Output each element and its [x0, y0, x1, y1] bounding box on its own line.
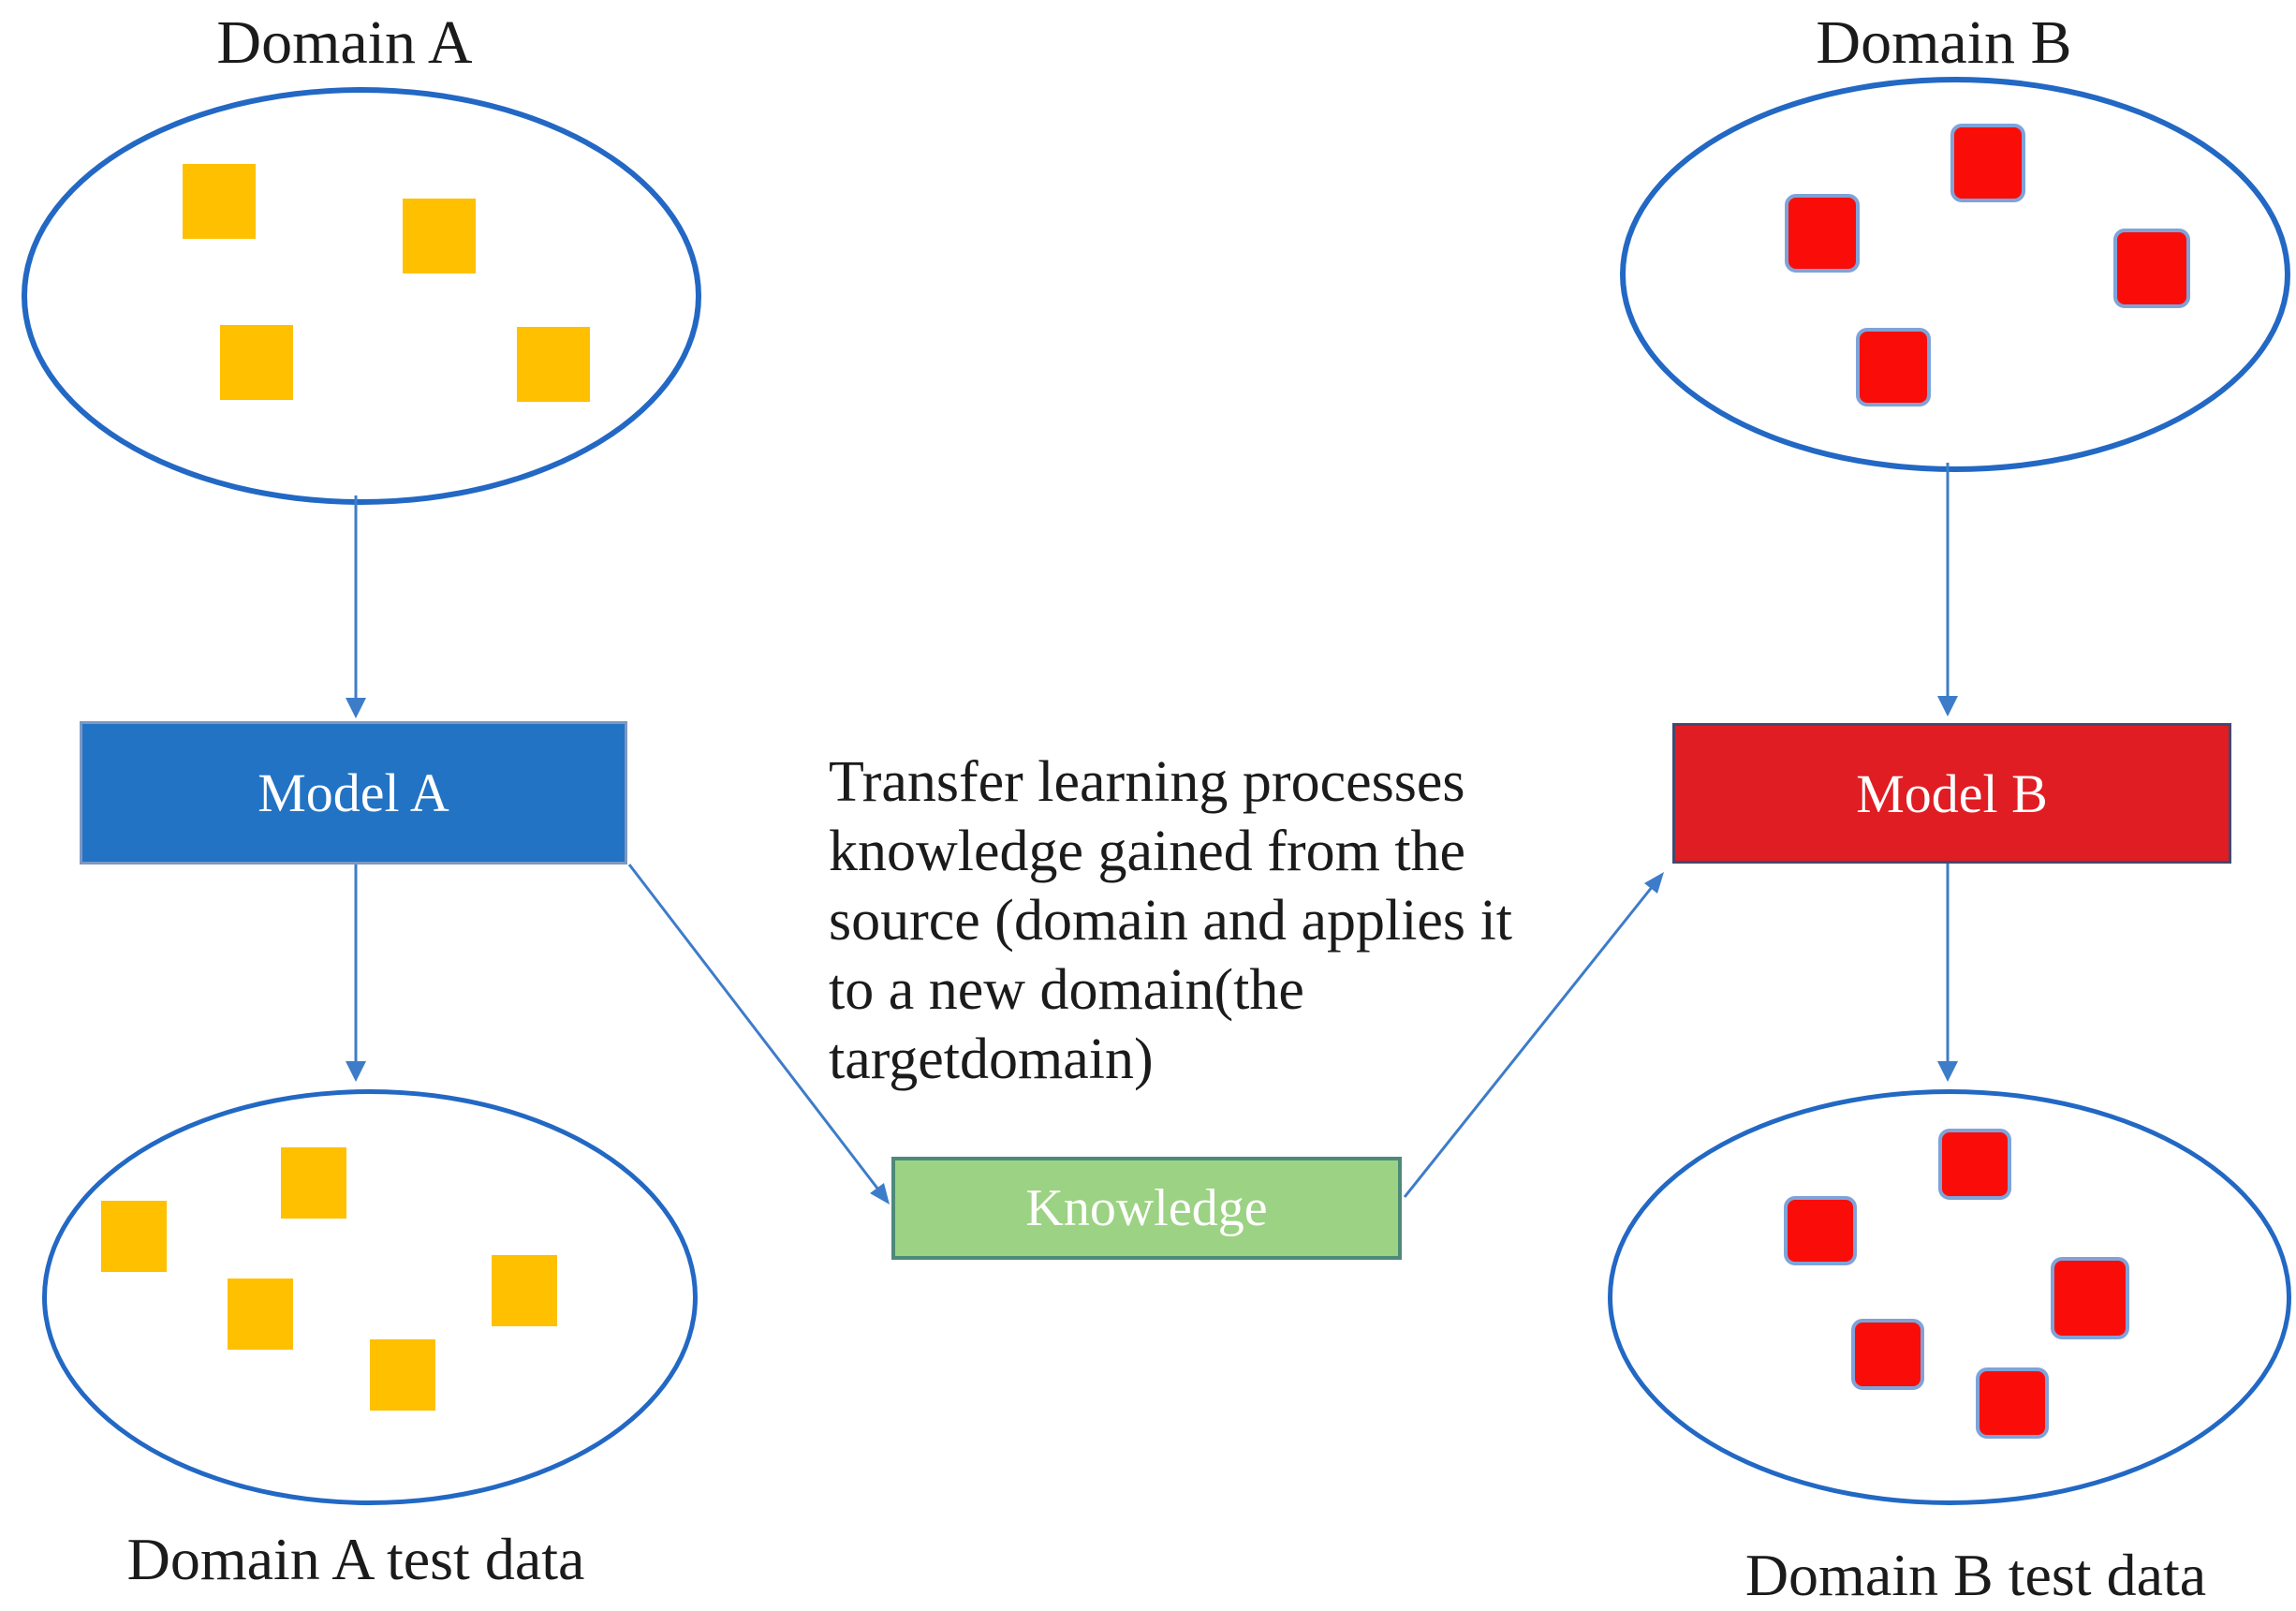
domain-a-test-sample-square	[281, 1147, 346, 1219]
domain-a-test-sample-square	[370, 1339, 435, 1411]
annotation-line: targetdomain)	[829, 1027, 1154, 1091]
arrow-domain-a-to-model-a	[346, 495, 366, 718]
model-a-label: Model A	[258, 762, 449, 823]
domain-a-test-sample-square	[492, 1255, 557, 1326]
model-b-label: Model B	[1856, 762, 2048, 824]
domain-a-test-sample-square	[228, 1278, 293, 1350]
arrow-model-a-to-test-a	[346, 865, 366, 1082]
domain-b-test-sample-square	[1851, 1319, 1924, 1390]
domain-b-sample-square	[1785, 194, 1860, 273]
domain-b-test-sample-square	[1938, 1129, 2011, 1200]
domain-b-test-sample-square	[1976, 1367, 2049, 1439]
domain-a-test-label: Domain A test data	[126, 1526, 585, 1592]
domain-a-title: Domain A	[216, 8, 473, 77]
domain-a-sample-square	[183, 164, 256, 239]
domain-a-sample-square	[220, 325, 293, 400]
domain-b-test-sample-square	[2051, 1257, 2129, 1339]
transfer-learning-annotation: Transfer learning processes knowledge ga…	[829, 747, 1634, 1094]
domain-a-test-sample-square	[101, 1201, 167, 1272]
domain-a-test-ellipse	[42, 1089, 698, 1505]
domain-b-title: Domain B	[1816, 8, 2072, 77]
annotation-line: Transfer learning processes	[829, 750, 1465, 814]
arrow-model-b-to-test-b	[1937, 864, 1958, 1082]
arrow-domain-b-to-model-b	[1937, 463, 1958, 717]
annotation-line: source (domain and applies it	[829, 889, 1513, 953]
domain-b-test-label: Domain B test data	[1744, 1542, 2207, 1608]
domain-b-test-ellipse	[1608, 1089, 2291, 1505]
domain-a-ellipse	[22, 87, 701, 505]
knowledge-box: Knowledge	[891, 1157, 1402, 1260]
annotation-line: to a new domain(the	[829, 958, 1304, 1022]
domain-b-ellipse	[1620, 77, 2290, 472]
domain-b-sample-square	[2113, 229, 2190, 308]
domain-b-sample-square	[1856, 328, 1931, 406]
knowledge-label: Knowledge	[1025, 1179, 1268, 1237]
domain-b-test-sample-square	[1784, 1196, 1857, 1265]
model-a-box: Model A	[80, 721, 627, 865]
domain-a-sample-square	[517, 327, 590, 402]
model-b-box: Model B	[1672, 723, 2231, 864]
annotation-line: knowledge gained from the	[829, 820, 1466, 883]
domain-a-sample-square	[403, 199, 476, 273]
domain-b-sample-square	[1950, 124, 2025, 202]
